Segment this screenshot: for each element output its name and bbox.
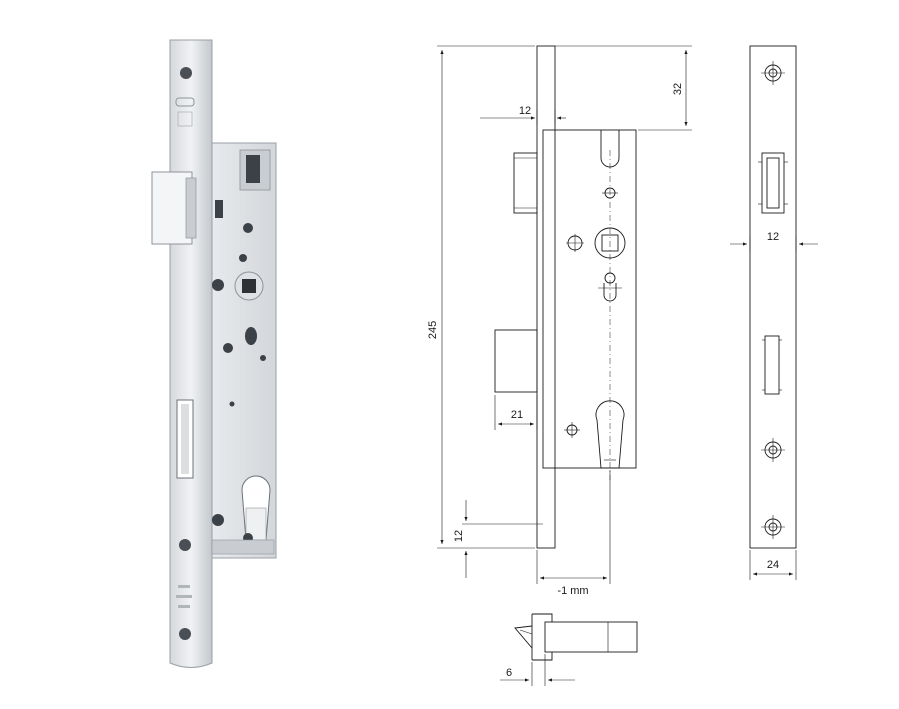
dim-centerline-offset: -1 mm bbox=[557, 585, 588, 597]
dim-faceplate-thickness: 12 bbox=[519, 105, 531, 117]
lock-product-render bbox=[151, 39, 277, 668]
dim-latch-offset: 6 bbox=[506, 667, 512, 679]
side-latch-opening bbox=[761, 152, 785, 214]
front-follower bbox=[594, 227, 626, 259]
lock-faceplate bbox=[169, 39, 213, 668]
front-faceplate bbox=[536, 45, 556, 549]
faceplate-stamp bbox=[177, 111, 193, 127]
faceplate-logo-mark bbox=[175, 97, 195, 107]
faceplate-view-drawing: 12 24 bbox=[730, 45, 818, 580]
front-spindle-square bbox=[601, 234, 619, 252]
side-deadbolt-opening bbox=[764, 335, 780, 395]
dim-faceplate-width: 24 bbox=[767, 559, 779, 571]
front-cylinder-keyhole bbox=[595, 400, 625, 469]
front-deadbolt bbox=[494, 329, 538, 393]
dim-top-offset: 32 bbox=[672, 83, 684, 95]
dim-height-total: 245 bbox=[427, 321, 439, 339]
dim-side-faceplate-thickness: 12 bbox=[767, 231, 779, 243]
latch-bolt bbox=[151, 171, 193, 245]
case-hole-upper bbox=[243, 223, 253, 233]
side-screw-hole-top bbox=[761, 61, 785, 85]
faceplate-screw-hole-top bbox=[180, 67, 192, 79]
front-view-drawing: 245 32 12 21 12 -1 mm bbox=[427, 45, 692, 597]
faceplate-screw-hole-bottom bbox=[179, 628, 191, 640]
side-screw-hole-middle bbox=[761, 438, 785, 462]
front-case bbox=[542, 129, 637, 469]
dim-bottom-offset: 12 bbox=[453, 530, 465, 542]
dim-deadbolt-projection: 21 bbox=[511, 409, 523, 421]
spindle-square-hole bbox=[242, 279, 256, 293]
faceplate-screw-hole-middle bbox=[179, 539, 191, 551]
front-latch-bolt bbox=[513, 152, 538, 214]
side-screw-hole-bottom bbox=[761, 515, 785, 539]
side-faceplate bbox=[749, 45, 797, 549]
latch-detail-drawing: 6 bbox=[500, 613, 638, 686]
